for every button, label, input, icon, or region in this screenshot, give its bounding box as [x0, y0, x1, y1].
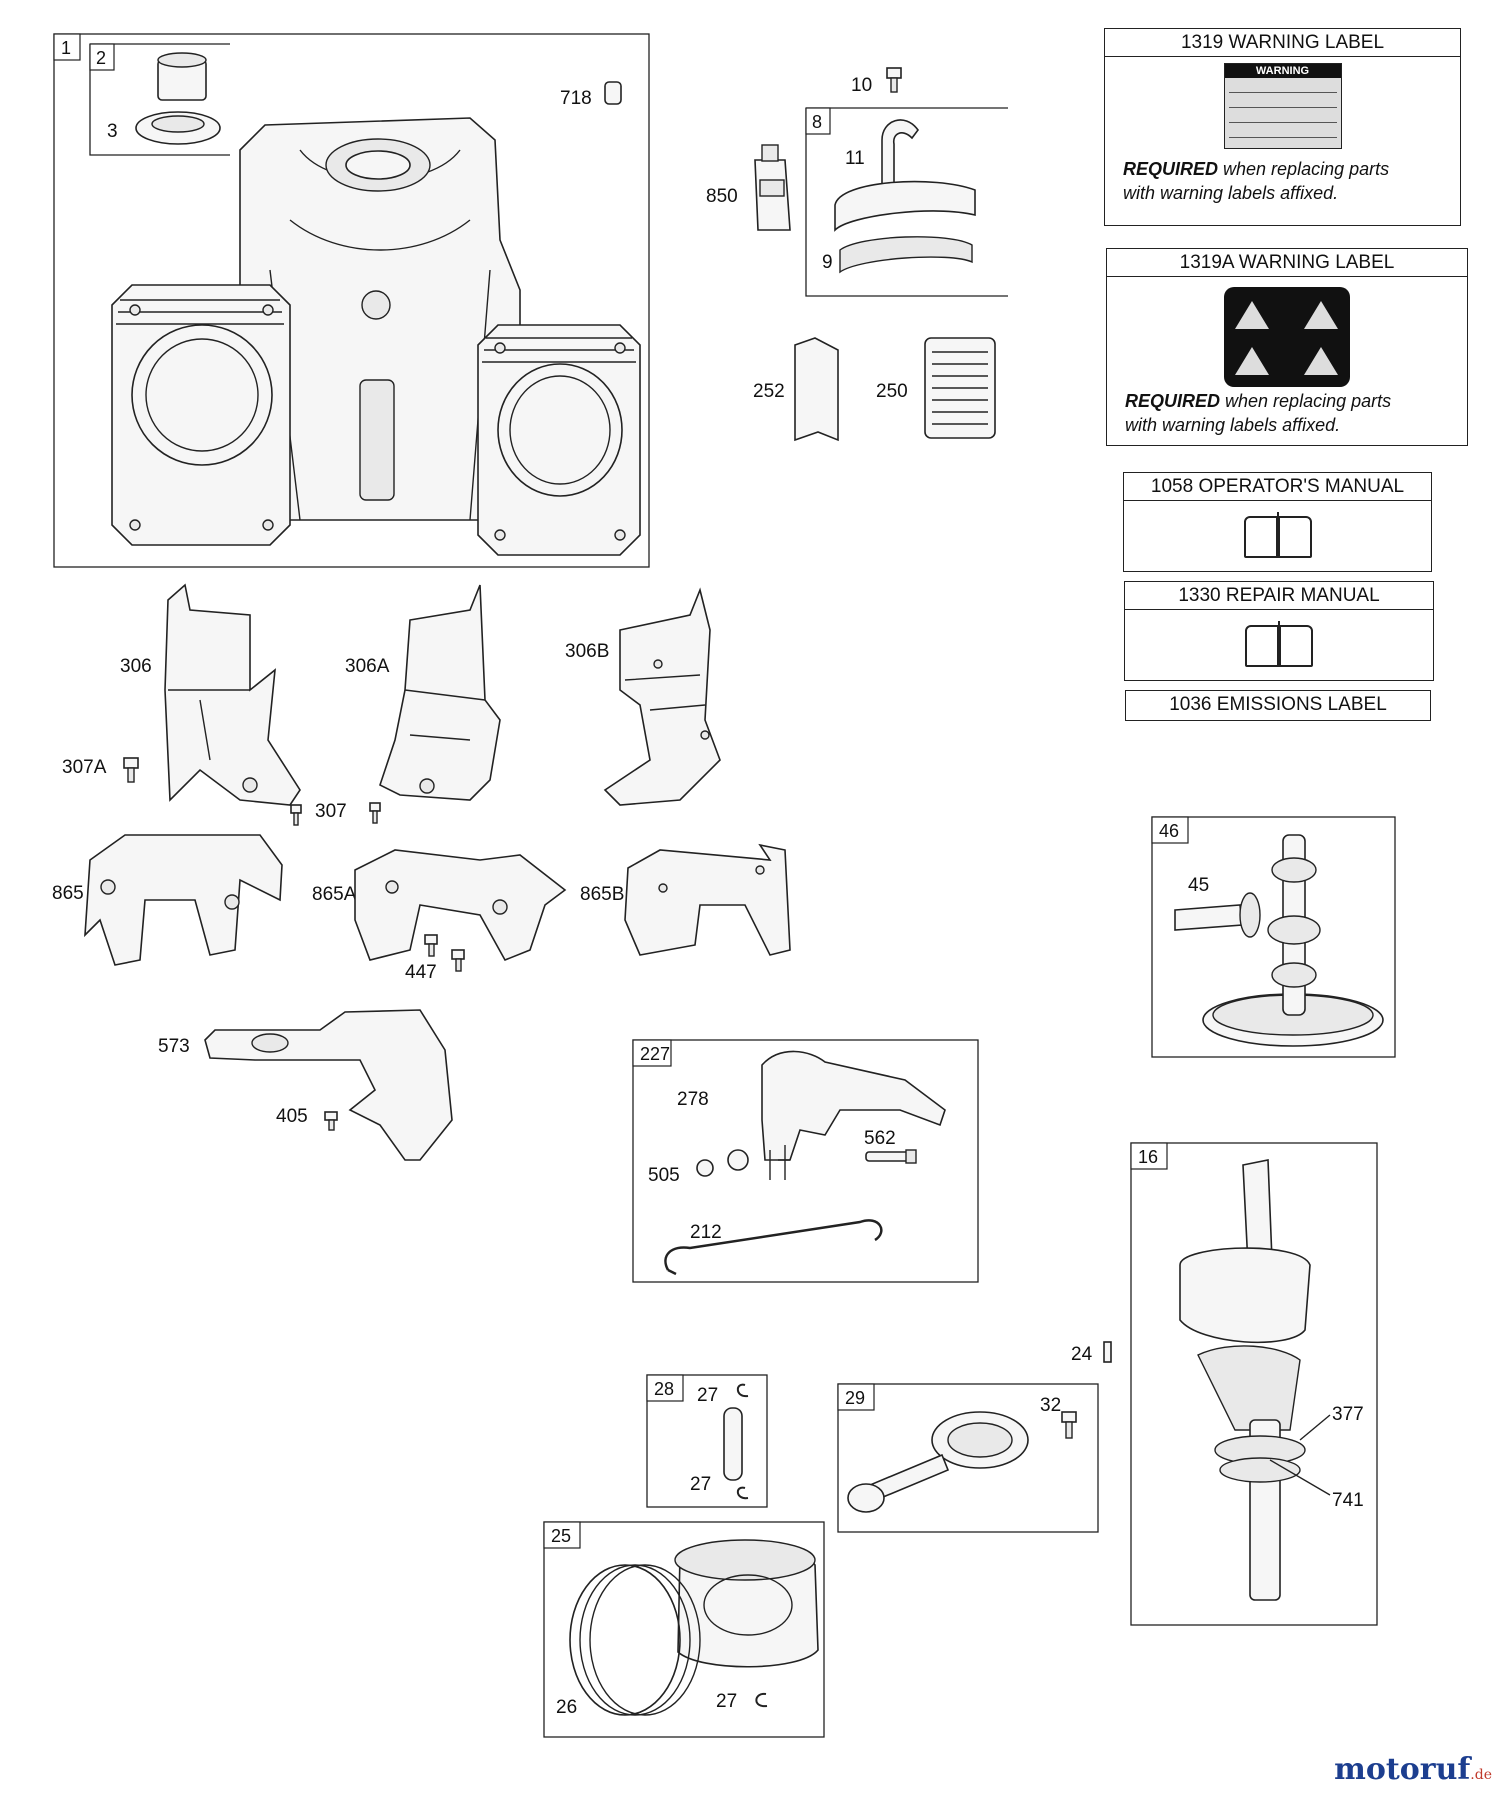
card-1330-repair-manual: 1330 REPAIR MANUAL	[1124, 581, 1434, 681]
label-377: 377	[1332, 1404, 1364, 1425]
label-307: 307	[315, 801, 347, 822]
label-562: 562	[864, 1128, 896, 1149]
plate-573: 573 405	[158, 1009, 453, 1161]
label-24: 24	[1071, 1344, 1093, 1365]
label-10: 10	[851, 75, 872, 96]
label-25: 25	[551, 1526, 571, 1546]
warning-label-heading: WARNING	[1224, 64, 1341, 78]
label-252: 252	[753, 381, 785, 402]
label-3: 3	[107, 121, 118, 142]
label-405: 405	[276, 1106, 308, 1127]
label-718: 718	[560, 88, 592, 109]
card-1319a-warning-label: 1319A WARNING LABEL REQUIRED when replac…	[1106, 248, 1468, 446]
label-11: 11	[845, 148, 865, 169]
label-1: 1	[61, 38, 71, 58]
card-title: 1330 REPAIR MANUAL	[1125, 582, 1433, 610]
label-212: 212	[690, 1222, 722, 1243]
card-title: 1058 OPERATOR'S MANUAL	[1124, 473, 1431, 501]
card-1319-warning-label: 1319 WARNING LABEL WARNING REQUIRED when…	[1104, 28, 1461, 226]
label-32: 32	[1040, 1395, 1061, 1416]
label-741: 741	[1332, 1490, 1364, 1511]
label-26: 26	[556, 1697, 577, 1718]
label-278: 278	[677, 1089, 709, 1110]
book-icon	[1245, 619, 1313, 667]
label-865: 865	[52, 883, 84, 904]
label-9: 9	[822, 252, 833, 273]
hazard-pictogram-icon	[1224, 287, 1350, 387]
group-227-governor: 227 278 562 505 212	[632, 1039, 979, 1283]
watermark: motoruf.de	[1334, 1752, 1492, 1787]
label-573: 573	[158, 1036, 190, 1057]
group-46-camshaft: 46 45	[1151, 816, 1396, 1058]
parts-252-250: 252 250	[753, 337, 996, 442]
label-505: 505	[648, 1165, 680, 1186]
label-307a: 307A	[62, 757, 107, 778]
label-227: 227	[640, 1044, 670, 1064]
group-16-crankshaft: 16 377 741 24	[1071, 1142, 1378, 1626]
label-447: 447	[405, 962, 437, 983]
label-865a: 865A	[312, 884, 357, 905]
group-29-connecting-rod: 29 32	[837, 1383, 1099, 1533]
label-46: 46	[1159, 821, 1179, 841]
book-icon	[1243, 510, 1312, 558]
label-27a: 27	[697, 1385, 718, 1406]
card-1058-operators-manual: 1058 OPERATOR'S MANUAL	[1123, 472, 1432, 572]
label-8: 8	[812, 112, 822, 132]
label-28: 28	[654, 1379, 674, 1399]
label-29: 29	[845, 1388, 865, 1408]
label-850: 850	[706, 186, 738, 207]
label-250: 250	[876, 381, 908, 402]
card-title: 1036 EMISSIONS LABEL	[1169, 694, 1387, 715]
card-title: 1319A WARNING LABEL	[1107, 249, 1467, 277]
group-8-breather: 10 8 11 9 850	[706, 67, 1008, 297]
screws-307: 307A 307	[62, 757, 381, 826]
label-16: 16	[1138, 1147, 1158, 1167]
label-27b: 27	[690, 1474, 711, 1495]
baffles-306: 306 306A 306B	[120, 583, 721, 806]
group-25-piston: 25 26 27	[543, 1521, 825, 1738]
label-27c: 27	[716, 1691, 737, 1712]
label-306: 306	[120, 656, 152, 677]
group-28-piston-pin: 28 27 27	[646, 1374, 768, 1508]
card-title: 1319 WARNING LABEL	[1105, 29, 1460, 57]
label-306a: 306A	[345, 656, 390, 677]
shields-865: 865 865A 865B 447	[52, 834, 791, 983]
label-865b: 865B	[580, 884, 624, 905]
label-306b: 306B	[565, 641, 609, 662]
label-45: 45	[1188, 875, 1209, 896]
warning-label-icon: WARNING	[1223, 63, 1342, 149]
label-2: 2	[96, 48, 106, 68]
group-1-cylinder-block: 1 2 3 718	[53, 33, 650, 568]
card-1036-emissions-label: 1036 EMISSIONS LABEL	[1125, 690, 1431, 721]
